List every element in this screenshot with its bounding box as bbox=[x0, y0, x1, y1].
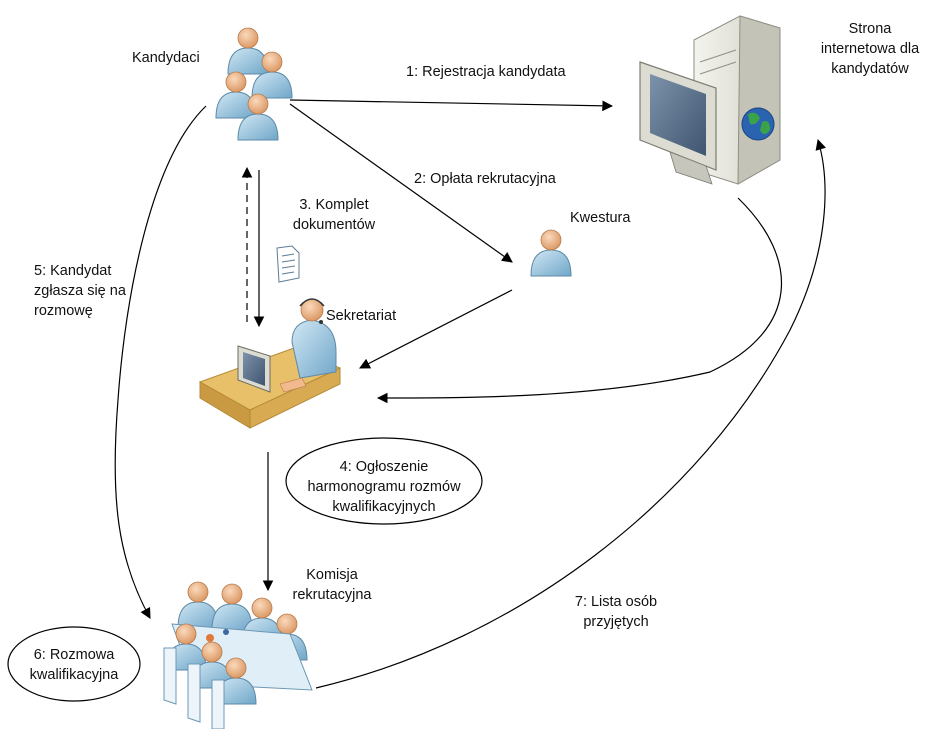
operator-desk-icon bbox=[198, 298, 342, 429]
arrow-1-registration bbox=[289, 99, 614, 112]
label-candidates: Kandydaci bbox=[132, 50, 200, 66]
arrow-5-interview bbox=[114, 105, 207, 619]
step6-ellipse bbox=[7, 626, 141, 702]
people-group-icon bbox=[215, 27, 293, 141]
label-committee: Komisja rekrutacyjna bbox=[292, 567, 372, 603]
arrow-2-fee bbox=[289, 103, 513, 263]
person-icon bbox=[530, 229, 572, 277]
label-step3: 3. Komplet dokumentów bbox=[292, 197, 376, 233]
meeting-table-icon bbox=[163, 581, 313, 729]
arrow-7-list bbox=[315, 138, 826, 689]
label-step6: 6: Rozmowa kwalifikacyjna bbox=[29, 647, 119, 683]
label-secretariat: Sekretariat bbox=[326, 308, 397, 324]
label-step1: 1: Rejestracja kandydata bbox=[406, 64, 566, 80]
arrow-website-to-secretariat bbox=[376, 197, 783, 404]
label-step7: 7: Lista osób przyjętych bbox=[574, 594, 658, 630]
step4-ellipse bbox=[285, 437, 483, 525]
label-step5: 5: Kandydat zgłasza się na rozmowę bbox=[34, 263, 126, 319]
document-icon bbox=[276, 245, 300, 283]
arrow-bursary-to-secretariat bbox=[359, 289, 513, 369]
globe-icon bbox=[741, 107, 775, 141]
connectors bbox=[114, 99, 826, 689]
label-step2: 2: Opłata rekrutacyjna bbox=[414, 171, 556, 187]
label-bursary: Kwestura bbox=[570, 210, 631, 226]
label-website: Strona internetowa dla kandydatów bbox=[820, 21, 920, 77]
label-step4: 4: Ogłoszenie harmonogramu rozmów kwalif… bbox=[307, 459, 461, 515]
server-computer-icon bbox=[639, 15, 781, 185]
